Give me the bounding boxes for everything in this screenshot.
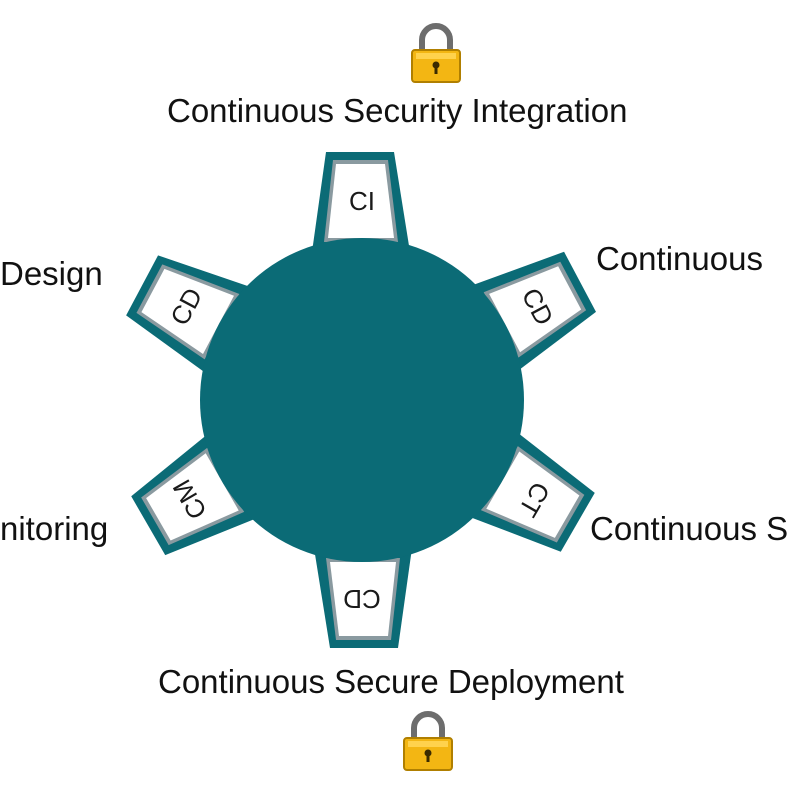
hub-circle [200, 238, 524, 562]
label-lower-right: Continuous S [590, 510, 789, 547]
label-upper-left: Design [0, 255, 103, 292]
tab-face [146, 453, 239, 541]
tab-face [489, 266, 582, 353]
tab-face [486, 451, 580, 538]
label-lower-left: nitoring [0, 510, 109, 547]
padlock-icon [411, 23, 461, 83]
tab-face [141, 268, 234, 354]
gear-tab-bottom: CD [314, 548, 412, 648]
tab-face [330, 562, 396, 636]
gear-tab-top: CI [312, 152, 410, 252]
tab-label-bottom: CD [343, 584, 381, 614]
label-top: Continuous Security Integration [167, 92, 628, 129]
label-bottom: Continuous Secure Deployment [158, 663, 624, 700]
tab-label-top: CI [349, 186, 375, 216]
label-upper-right: Continuous [596, 240, 763, 277]
tab-face [328, 164, 394, 238]
padlock-icon [403, 711, 453, 771]
